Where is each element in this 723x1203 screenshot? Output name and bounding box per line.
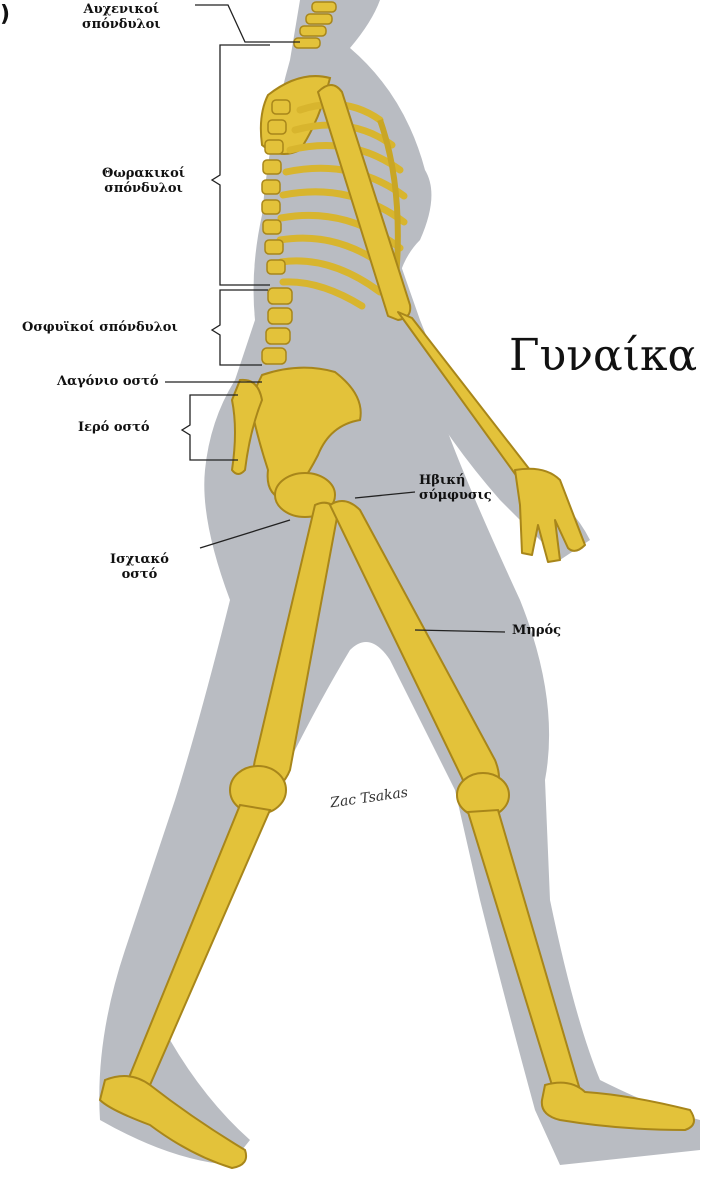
label-line: σπόνδυλοι bbox=[102, 182, 185, 197]
label-thoracic-vertebrae: Θωρακικοί σπόνδυλοι bbox=[102, 167, 185, 197]
label-line: οστό bbox=[110, 568, 169, 583]
thoracic-vertebra bbox=[263, 160, 281, 174]
label-line: Θωρακικοί bbox=[102, 167, 185, 182]
thoracic-vertebra bbox=[263, 220, 281, 234]
label-cervical-vertebrae: Αυχενικοί σπόνδυλοι bbox=[82, 3, 161, 33]
thoracic-vertebra bbox=[262, 200, 280, 214]
cervical-vertebra bbox=[294, 38, 320, 48]
cervical-vertebra bbox=[312, 2, 336, 12]
label-pubic-symphysis: Ηβική σύμφυσις bbox=[419, 474, 492, 504]
lumbar-vertebra bbox=[262, 348, 286, 364]
label-femur: Μηρός bbox=[512, 624, 561, 639]
hand bbox=[515, 469, 585, 562]
label-ischium: Ισχιακό οστό bbox=[110, 553, 169, 583]
label-line: σύμφυσις bbox=[419, 489, 492, 504]
diagram-title: Γυναίκα bbox=[509, 330, 697, 381]
label-iliac-bone: Λαγόνιο οστό bbox=[57, 375, 159, 390]
label-line: Ηβική bbox=[419, 474, 492, 489]
thoracic-vertebra bbox=[267, 260, 285, 274]
thoracic-vertebra bbox=[272, 100, 290, 114]
label-line: σπόνδυλοι bbox=[82, 18, 161, 33]
thoracic-vertebra bbox=[262, 180, 280, 194]
label-sacrum: Ιερό οστό bbox=[78, 421, 150, 436]
panel-letter: ) bbox=[0, 2, 10, 27]
label-line: Αυχενικοί bbox=[82, 3, 161, 18]
lumbar-vertebra bbox=[266, 328, 290, 344]
leader-cervical bbox=[195, 5, 300, 42]
lumbar-vertebra bbox=[268, 308, 292, 324]
thoracic-vertebra bbox=[265, 140, 283, 154]
lumbar-vertebra bbox=[268, 288, 292, 304]
cervical-vertebra bbox=[300, 26, 326, 36]
label-lumbar-vertebrae: Οσφυϊκοί σπόνδυλοι bbox=[22, 321, 178, 336]
label-line: Ισχιακό bbox=[110, 553, 169, 568]
thoracic-vertebra bbox=[268, 120, 286, 134]
thoracic-vertebra bbox=[265, 240, 283, 254]
cervical-vertebra bbox=[306, 14, 332, 24]
